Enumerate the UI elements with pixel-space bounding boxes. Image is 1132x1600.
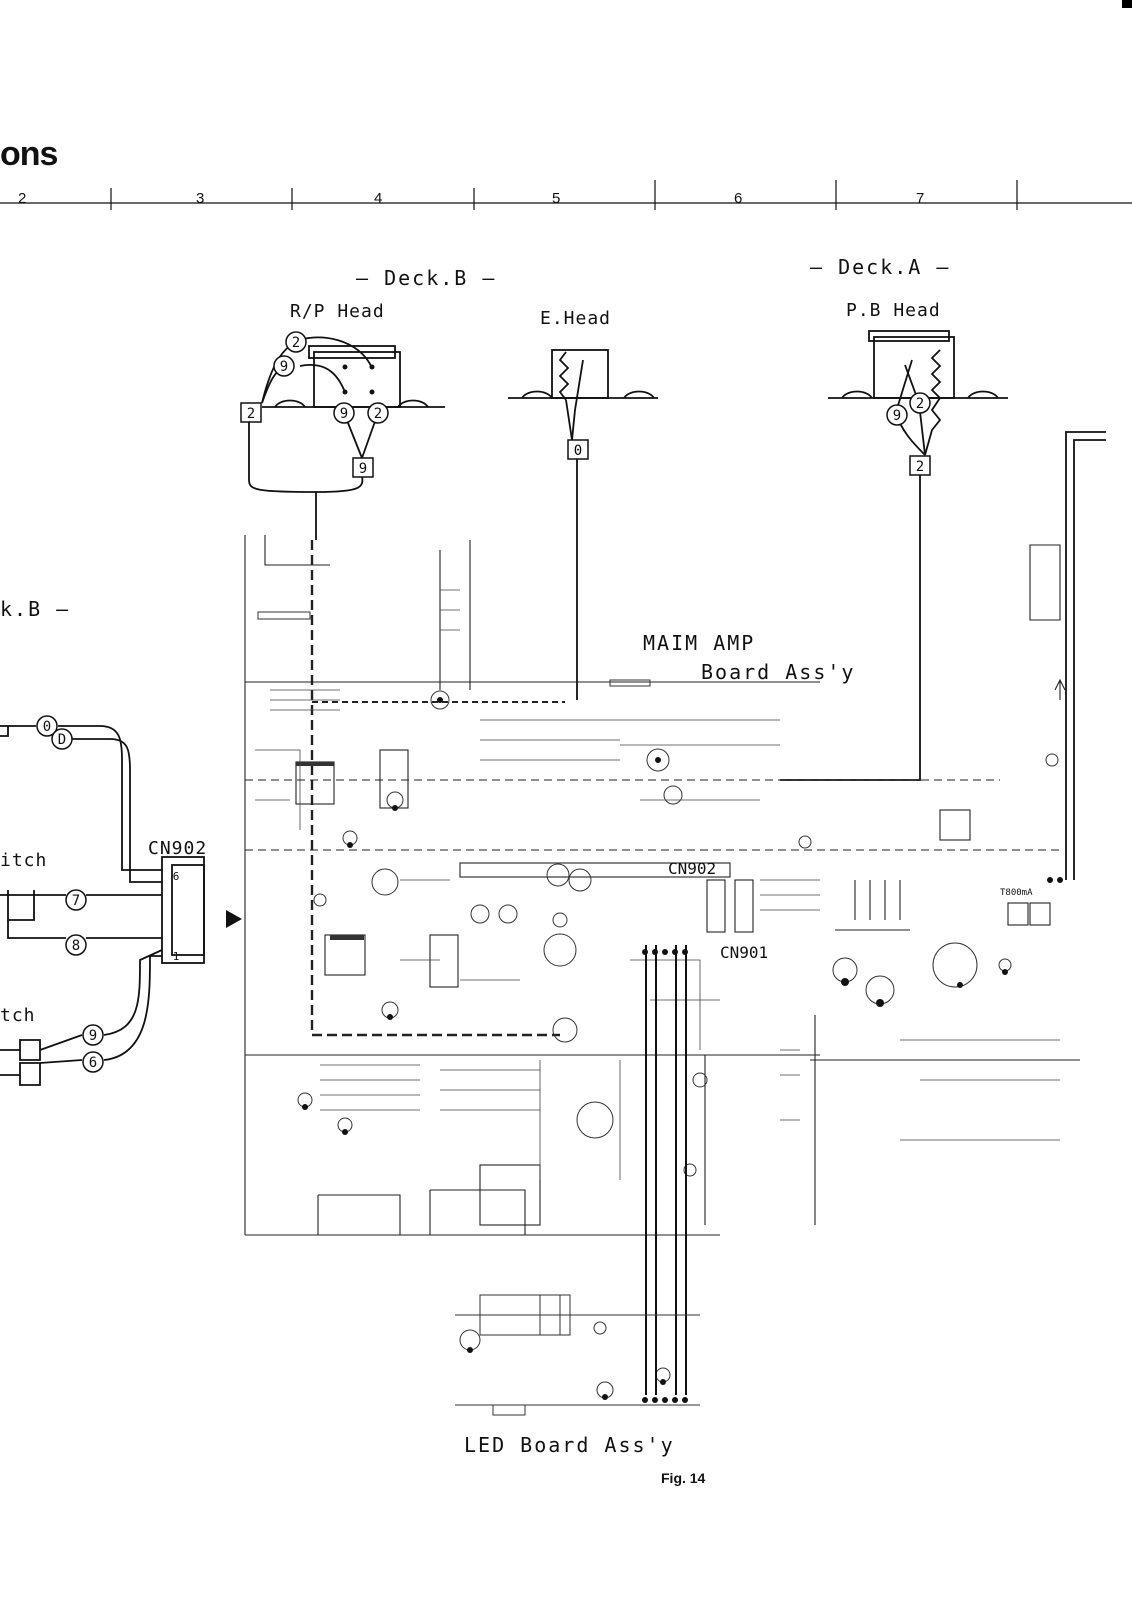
main-amp-label-line1: MAIM AMP: [643, 631, 756, 655]
cn902-wiring: [0, 725, 205, 1086]
pin-label: 9: [359, 461, 367, 477]
grid-column-label: 2: [18, 190, 27, 207]
pb-head-symbol: [780, 330, 1008, 781]
pin-label: 2: [916, 396, 924, 412]
deck-b-label: — Deck.B —: [356, 266, 497, 290]
transformer-label: T800mA: [1000, 888, 1033, 898]
e-head-label: E.Head: [540, 308, 612, 329]
connector-pin-label: 1: [173, 950, 180, 963]
e-head-symbol: [508, 349, 658, 700]
pin-label: 2: [916, 459, 924, 475]
deck-a-label: — Deck.A —: [810, 255, 951, 279]
pb-pin-markers: [886, 392, 931, 476]
pin-circle: [886, 404, 908, 426]
pin-circle: [285, 331, 307, 353]
board-components: [297, 690, 1059, 1399]
rp-pin-markers: [240, 331, 389, 478]
connector-pin-label: 6: [173, 870, 180, 883]
led-board-label: LED Board Ass'y: [464, 1433, 675, 1457]
cn902-label: CN902: [148, 838, 208, 859]
cn901-board-label: CN901: [720, 943, 768, 962]
page-title-fragment: ons: [0, 135, 58, 173]
pin-label: 2: [292, 335, 300, 351]
cn902-board-label: CN902: [668, 859, 716, 878]
main-amp-label-line2: Board Ass'y: [701, 660, 856, 684]
pin-circle: [909, 392, 931, 414]
wire-label: 0: [43, 719, 51, 735]
right-cable: [1065, 431, 1106, 880]
ribbon-cable: [645, 945, 687, 1395]
pin-label: 9: [893, 408, 901, 424]
pin-label: 2: [374, 406, 382, 422]
pin-circle: [333, 402, 355, 424]
deck-b-left-fragment: k.B —: [0, 597, 71, 621]
wire-marker: [82, 1024, 104, 1046]
rp-head-label: R/P Head: [290, 301, 385, 322]
registration-mark: [1122, 0, 1132, 8]
board-ic-blocks: [257, 611, 651, 1336]
arrow-icon: [226, 910, 242, 928]
wire-label: 8: [72, 938, 80, 954]
wire-marker: [36, 715, 58, 737]
ribbon-cable-pins: [642, 949, 688, 1403]
board-solder-points: [302, 697, 1063, 1400]
pin-box: [909, 455, 931, 476]
pin-label: 0: [574, 443, 582, 459]
pin-circle: [273, 355, 295, 377]
pin-circle: [367, 402, 389, 424]
grid-column-label: 5: [552, 190, 561, 207]
pin-box: [240, 402, 262, 423]
pb-head-label: P.B Head: [846, 300, 941, 321]
wire-marker: [65, 934, 87, 956]
switch-label-fragment: tch: [0, 1005, 36, 1026]
wire-label: 7: [72, 893, 80, 909]
grid-column-label: 3: [196, 190, 205, 207]
figure-caption: Fig. 14: [661, 1470, 706, 1486]
pin-box: [352, 457, 374, 478]
pin-label: 2: [247, 406, 255, 422]
grid-column-label: 7: [916, 190, 925, 207]
wire-label: 6: [89, 1055, 97, 1071]
wire-marker: [82, 1051, 104, 1073]
pin-label: 9: [280, 359, 288, 375]
wire-marker: [65, 889, 87, 911]
rp-head-contacts: [342, 364, 375, 395]
pin-box: [567, 439, 589, 460]
grid-column-label: 4: [374, 190, 383, 207]
led-board: [455, 1314, 700, 1416]
wire-label: D: [58, 732, 66, 748]
cn902-wire-markers: [36, 715, 104, 1073]
pin-label: 9: [340, 406, 348, 422]
grid-ticks: [110, 180, 1018, 210]
switch-label-fragment: itch: [0, 850, 48, 871]
wire-label: 9: [89, 1028, 97, 1044]
wire-marker: [51, 728, 73, 750]
grid-column-label: 6: [734, 190, 743, 207]
board-traces: [255, 589, 1060, 1180]
